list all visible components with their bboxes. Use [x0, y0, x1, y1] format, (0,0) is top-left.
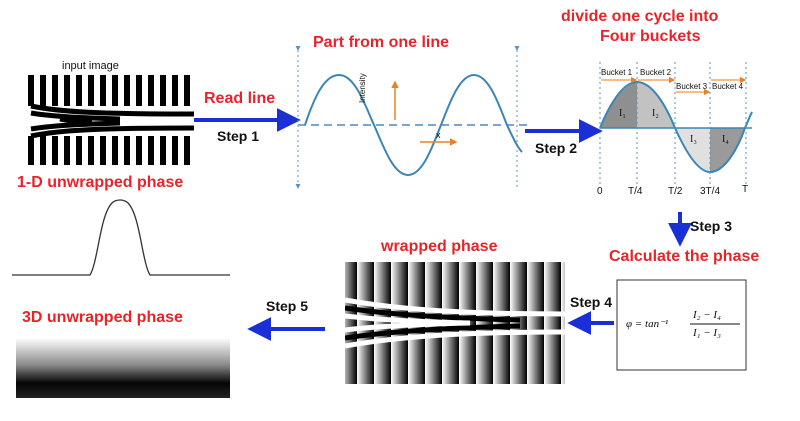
unwrapped-3d-image	[16, 338, 230, 398]
divide-title-line1: divide one cycle into	[561, 8, 719, 25]
intensity-axis-label: Intensity	[358, 73, 367, 103]
calculate-phase-label: Calculate the phase	[609, 248, 760, 265]
bucket-region-1	[600, 82, 637, 128]
sine-wave-graph	[295, 46, 530, 189]
bucket-region-label-3: I₃	[690, 134, 697, 145]
x-axis-label: x	[436, 130, 441, 140]
sine-curve	[304, 73, 523, 177]
step1-label: Step 1	[217, 128, 260, 144]
step5-label: Step 5	[266, 298, 309, 314]
bucket-tick-1: T/4	[628, 186, 643, 197]
step2-label: Step 2	[535, 140, 578, 156]
step3-label: Step 3	[690, 218, 733, 234]
unwrapped-1d-profile	[12, 199, 230, 276]
bucket-tick-3: 3T/4	[700, 186, 721, 197]
bucket-region-label-1: I₁	[619, 108, 626, 119]
formula-lhs: φ = tan⁻¹	[626, 318, 669, 330]
bucket-region-label-4: I₄	[722, 134, 729, 145]
unwrapped-1d-title: 1-D unwrapped phase	[17, 174, 184, 191]
bucket-name-1: Bucket 1	[601, 68, 633, 77]
bucket-tick-2: T/2	[668, 186, 683, 197]
part-from-line-title: Part from one line	[313, 34, 450, 51]
read-line-label: Read line	[204, 90, 276, 107]
divide-title-line2: Four buckets	[600, 28, 701, 45]
formula-numerator: I₂ − I₄	[693, 309, 721, 321]
bucket-name-4: Bucket 4	[712, 82, 744, 91]
wrapped-phase-title: wrapped phase	[381, 238, 498, 255]
buckets-chart	[599, 62, 753, 186]
formula-box	[616, 279, 747, 371]
input-image	[28, 75, 194, 165]
bucket-tick-4: T	[742, 184, 749, 195]
bucket-region-label-2: I₂	[652, 108, 659, 119]
bucket-region-2	[637, 81, 675, 128]
input-image-label: input image	[62, 60, 119, 72]
formula-denominator: I₁ − I₃	[693, 327, 721, 339]
unwrapped-3d-title: 3D unwrapped phase	[22, 309, 183, 326]
bucket-region-3	[675, 128, 710, 172]
bucket-region-4	[710, 128, 745, 172]
bucket-name-3: Bucket 3	[676, 82, 708, 91]
step4-label: Step 4	[570, 294, 613, 310]
wrapped-phase-image	[345, 262, 565, 384]
bucket-name-2: Bucket 2	[640, 68, 672, 77]
bucket-tick-0: 0	[597, 186, 603, 197]
bucket-sine-curve	[599, 80, 753, 174]
